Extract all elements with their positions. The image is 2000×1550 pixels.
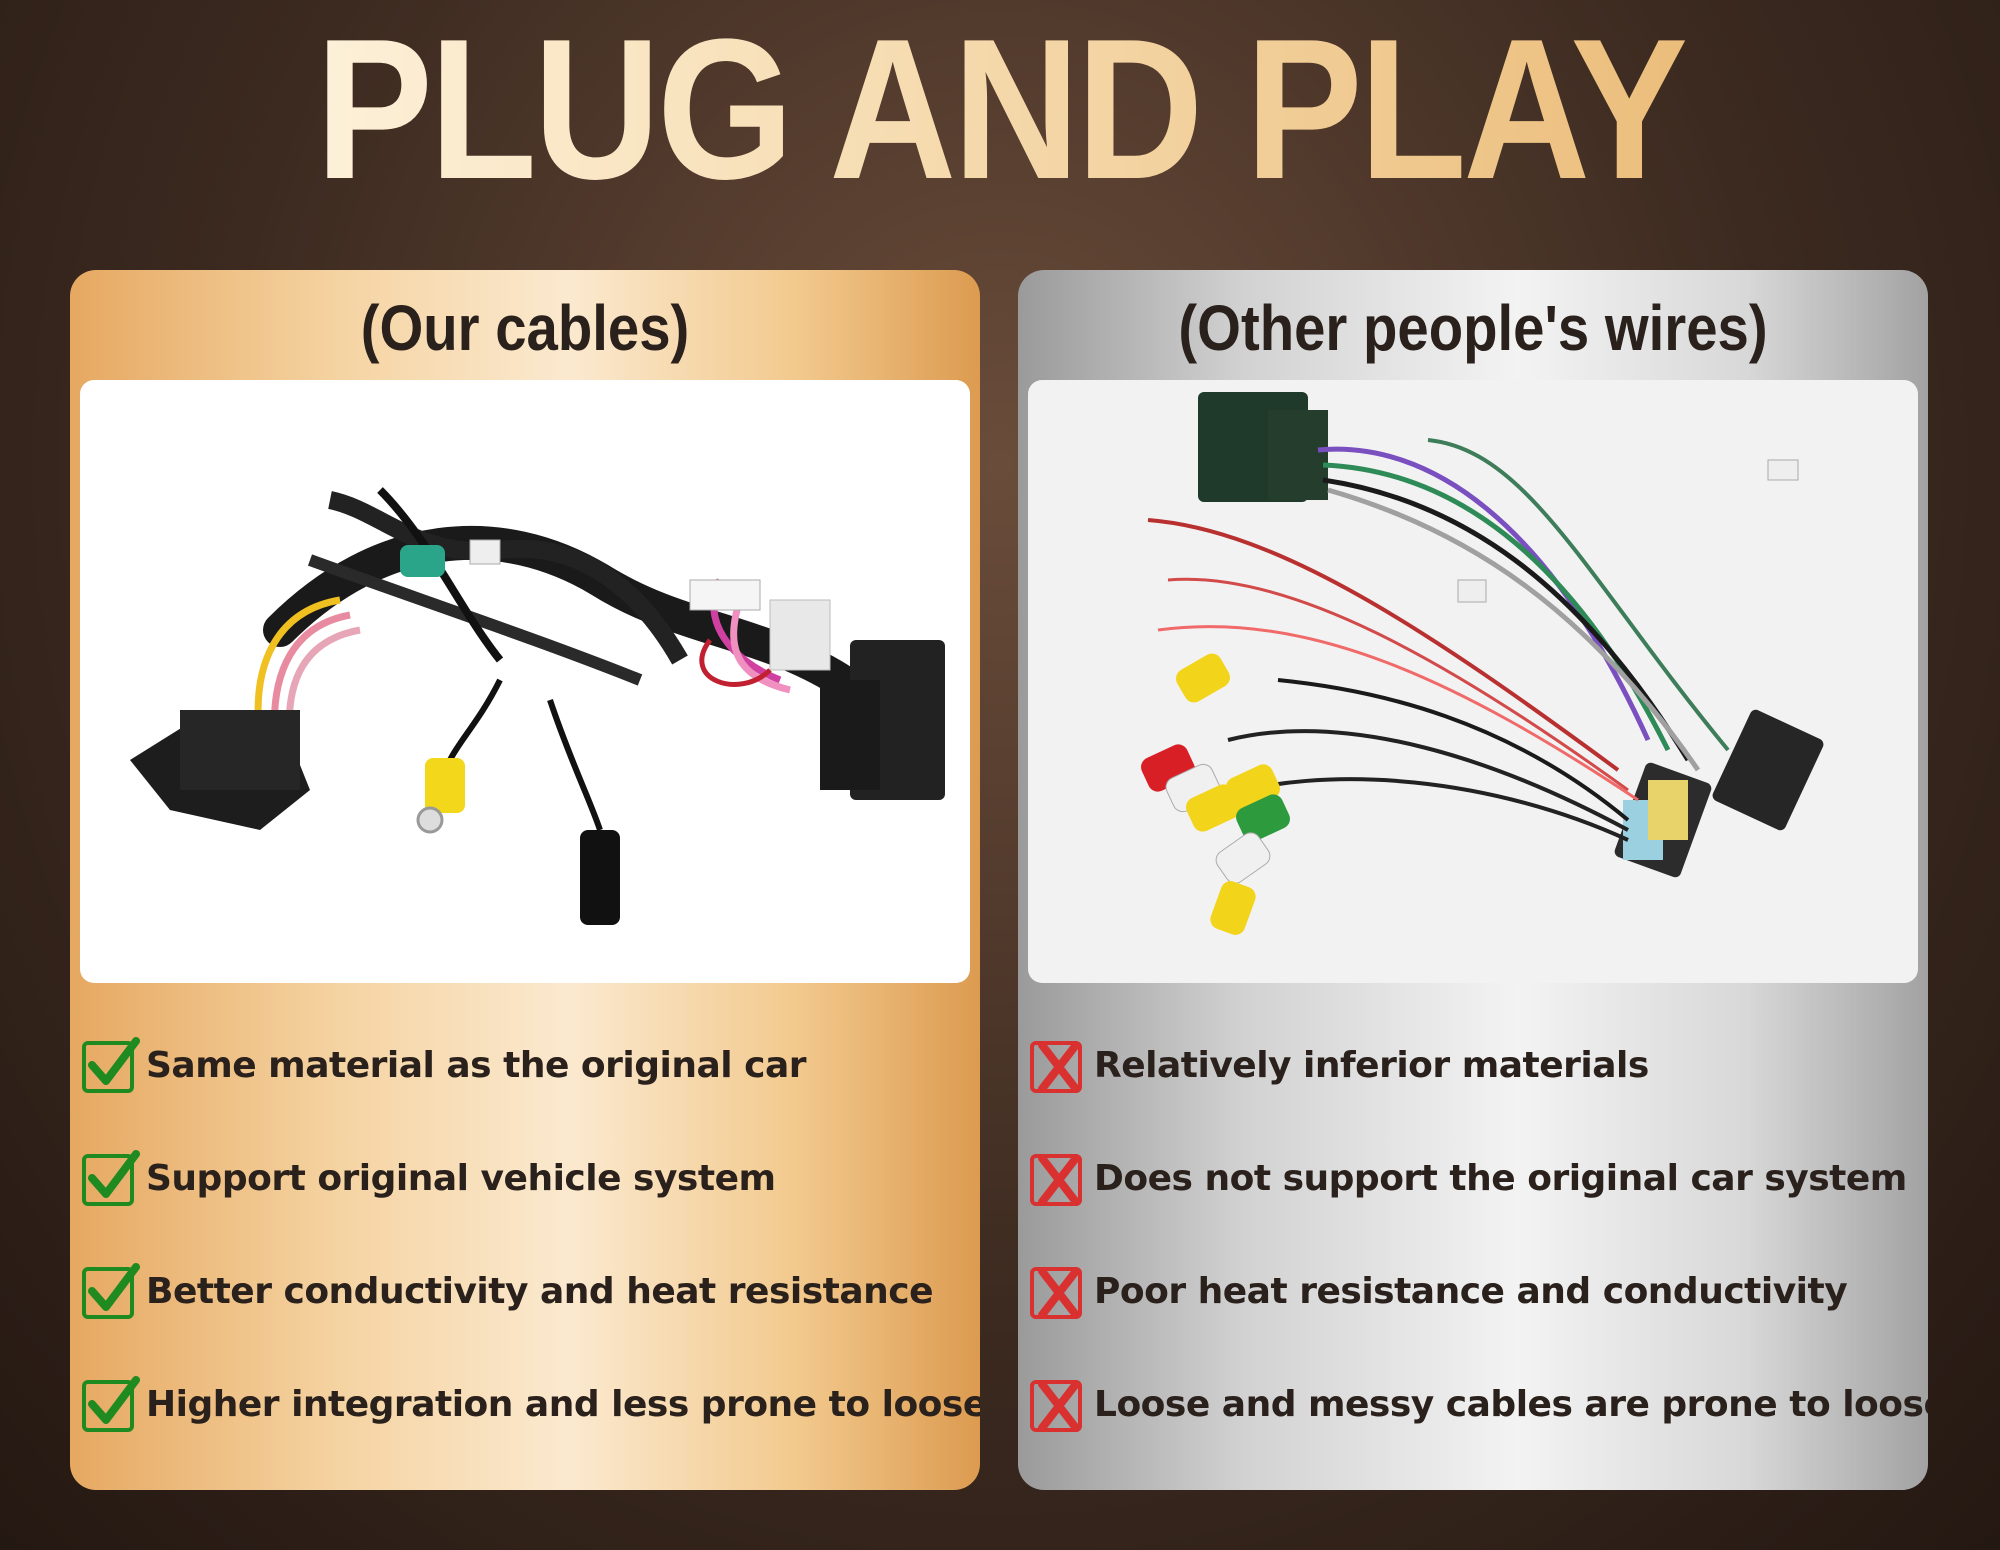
our-cables-panel: (Our cables) [70, 270, 980, 1490]
feature-text: Poor heat resistance and conductivity [1094, 1270, 1848, 1312]
check-icon [82, 1150, 140, 1206]
feature-text: Does not support the original car system [1094, 1157, 1907, 1199]
feature-item: Higher integration and less prone to loo… [80, 1369, 980, 1439]
feature-text: Better conductivity and heat resistance [146, 1270, 934, 1312]
page-title: PLUG AND PLAY [120, 10, 1880, 210]
our-cables-heading: (Our cables) [360, 292, 690, 364]
feature-text: Higher integration and less prone to loo… [146, 1383, 980, 1425]
check-icon [82, 1037, 140, 1093]
cross-icon [1030, 1041, 1082, 1093]
other-wires-panel: (Other people's wires) [1018, 270, 1928, 1490]
feature-item: Loose and messy cables are prone to loos… [1028, 1369, 1928, 1439]
loose-wires-image [1141, 392, 1824, 935]
other-wires-heading: (Other people's wires) [1178, 292, 1768, 364]
feature-text: Same material as the original car [146, 1044, 807, 1086]
feature-text: Relatively inferior materials [1094, 1044, 1649, 1086]
feature-item: Does not support the original car system [1028, 1143, 1918, 1213]
cross-icon [1030, 1267, 1082, 1319]
our-cables-photo [80, 380, 970, 983]
right-connector-shape [769, 599, 945, 800]
check-icon [82, 1376, 140, 1432]
feature-item: Poor heat resistance and conductivity [1028, 1256, 1918, 1326]
wiring-harness-image [130, 487, 945, 925]
check-icon [82, 1263, 140, 1319]
feature-item: Support original vehicle system [80, 1143, 970, 1213]
left-connector-shape [130, 710, 310, 830]
feature-item: Relatively inferior materials [1028, 1030, 1918, 1100]
feature-text: Support original vehicle system [146, 1157, 776, 1199]
other-wires-photo [1028, 380, 1918, 983]
feature-item: Same material as the original car [80, 1030, 970, 1100]
feature-text: Loose and messy cables are prone to loos… [1094, 1383, 1928, 1425]
feature-item: Better conductivity and heat resistance [80, 1256, 970, 1326]
cross-icon [1030, 1154, 1082, 1206]
cross-icon [1030, 1380, 1082, 1432]
